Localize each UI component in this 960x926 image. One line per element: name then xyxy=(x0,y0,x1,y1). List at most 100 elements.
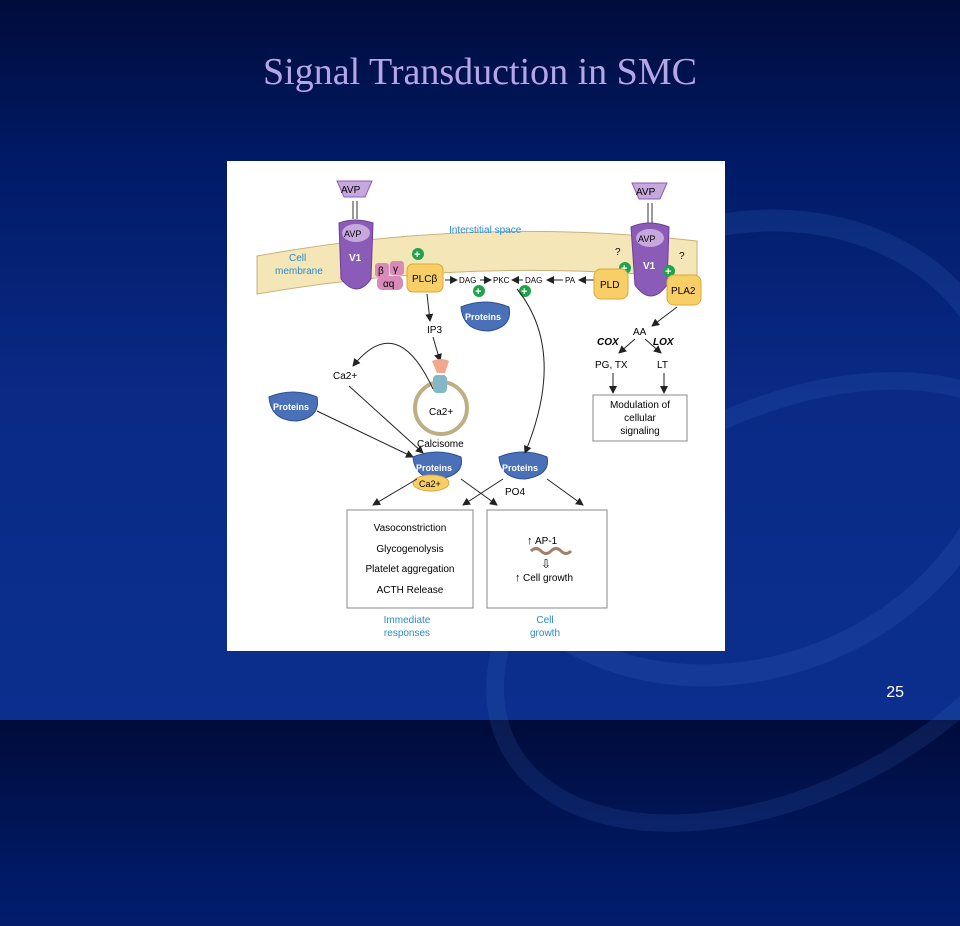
arrow xyxy=(460,478,498,506)
dag-label: DAG xyxy=(459,276,476,285)
dna-wave xyxy=(529,547,573,555)
plus-sign: + xyxy=(521,286,527,298)
beta-label: β xyxy=(378,266,384,277)
gamma-label: γ xyxy=(393,264,398,275)
avp-ligand xyxy=(631,182,668,200)
plus-sign: + xyxy=(414,249,420,261)
immediate-label: responses xyxy=(384,628,430,639)
arrow xyxy=(432,336,442,362)
proteins-label: Proteins xyxy=(465,312,501,322)
cell-membrane xyxy=(256,230,698,295)
lt-label: LT xyxy=(657,360,668,371)
interstitial-space-label: Interstitial space xyxy=(449,225,522,236)
avp-bound-label: AVP xyxy=(638,234,655,244)
slide-title: Signal Transduction in SMC xyxy=(263,51,697,93)
proteins-blob xyxy=(268,391,319,422)
response-item: ACTH Release xyxy=(377,585,444,596)
plus-icon xyxy=(663,265,675,277)
page-number: 25 xyxy=(886,684,904,701)
ip3-receptor xyxy=(432,359,449,373)
arrow xyxy=(516,288,545,454)
lox-label: LOX xyxy=(653,337,675,348)
arrow xyxy=(316,410,414,458)
arrow xyxy=(352,342,434,390)
response-item: Vasoconstriction xyxy=(374,523,447,534)
signal-transduction-figure: Interstitial space Cell membrane AVP AVP… xyxy=(227,161,725,651)
cell-growth-box xyxy=(486,509,608,609)
v1-label: V1 xyxy=(349,253,362,264)
binding-arrow xyxy=(352,201,358,219)
arrow xyxy=(546,478,584,506)
up-arrow: ↑ xyxy=(515,572,521,584)
arrow xyxy=(644,338,662,354)
pla2-enzyme xyxy=(666,274,702,306)
ca2-label: Ca2+ xyxy=(333,371,357,382)
down-arrow-icon: ⇩ xyxy=(541,557,551,571)
modulation-label: cellular xyxy=(624,413,656,424)
plus-icon xyxy=(473,285,485,297)
ca2-label: Ca2+ xyxy=(429,407,453,418)
aa-label: AA xyxy=(633,327,647,338)
modulation-label: signaling xyxy=(620,426,659,437)
g-alpha-q xyxy=(377,276,403,290)
cell-growth-text: Cell growth xyxy=(523,573,573,584)
plus-sign: + xyxy=(665,266,671,278)
g-gamma xyxy=(390,261,404,275)
g-beta xyxy=(375,263,389,277)
avp-bound-label: AVP xyxy=(344,229,361,239)
modulation-label: Modulation of xyxy=(610,400,670,411)
po4-label: PO4 xyxy=(505,487,525,498)
arrow xyxy=(462,478,504,506)
cell-membrane-label: Cell xyxy=(289,253,306,264)
arrow xyxy=(425,293,434,322)
proteins-label: Proteins xyxy=(273,402,309,412)
pa-label: PA xyxy=(565,276,576,285)
ca2-label: Ca2+ xyxy=(419,479,441,489)
ap1-label: AP-1 xyxy=(535,536,558,547)
response-item: Glycogenolysis xyxy=(376,544,443,555)
plus-sign: + xyxy=(621,263,627,275)
pld-label: PLD xyxy=(600,280,619,291)
cell-growth-label: growth xyxy=(530,628,560,639)
arrow xyxy=(348,385,424,454)
ca-bound xyxy=(412,474,450,492)
plus-icon xyxy=(412,248,424,260)
channel xyxy=(433,375,447,393)
v1-label: V1 xyxy=(643,261,656,272)
arrow xyxy=(651,306,678,327)
proteins-blob xyxy=(412,451,463,480)
immediate-responses-box xyxy=(346,509,474,609)
proteins-label: Proteins xyxy=(502,463,538,473)
question-mark: ? xyxy=(679,251,685,262)
cox-label: COX xyxy=(597,337,620,348)
avp-bound xyxy=(342,224,370,242)
pld-enzyme xyxy=(593,268,629,300)
avp-bound xyxy=(636,229,664,247)
plc-label: PLCβ xyxy=(412,274,437,285)
modulation-box xyxy=(592,394,688,442)
up-arrow: ↑ xyxy=(527,535,533,547)
avp-label: AVP xyxy=(341,185,361,196)
avp-ligand xyxy=(336,180,373,198)
cell-growth-label: Cell xyxy=(536,615,553,626)
binding-arrow xyxy=(647,203,653,223)
immediate-label: Immediate xyxy=(384,615,431,626)
pathway-diagram: Interstitial space Cell membrane AVP AVP… xyxy=(256,180,702,639)
response-item: Platelet aggregation xyxy=(366,564,455,575)
cell-membrane-label: membrane xyxy=(275,266,323,277)
proteins-label: Proteins xyxy=(416,463,452,473)
plus-sign: + xyxy=(475,286,481,298)
plc-enzyme xyxy=(406,263,444,293)
plus-icon xyxy=(519,285,531,297)
arrow xyxy=(618,338,636,354)
alpha-q-label: αq xyxy=(383,279,394,290)
question-mark: ? xyxy=(615,247,621,258)
pkc-label: PKC xyxy=(493,276,510,285)
arrow xyxy=(372,478,418,506)
calcisome-label: Calcisome xyxy=(417,439,464,450)
proteins-blob xyxy=(460,301,511,332)
proteins-blob xyxy=(498,451,549,480)
ip3-label: IP3 xyxy=(427,325,442,336)
pla2-label: PLA2 xyxy=(671,286,696,297)
avp-label: AVP xyxy=(636,187,656,198)
